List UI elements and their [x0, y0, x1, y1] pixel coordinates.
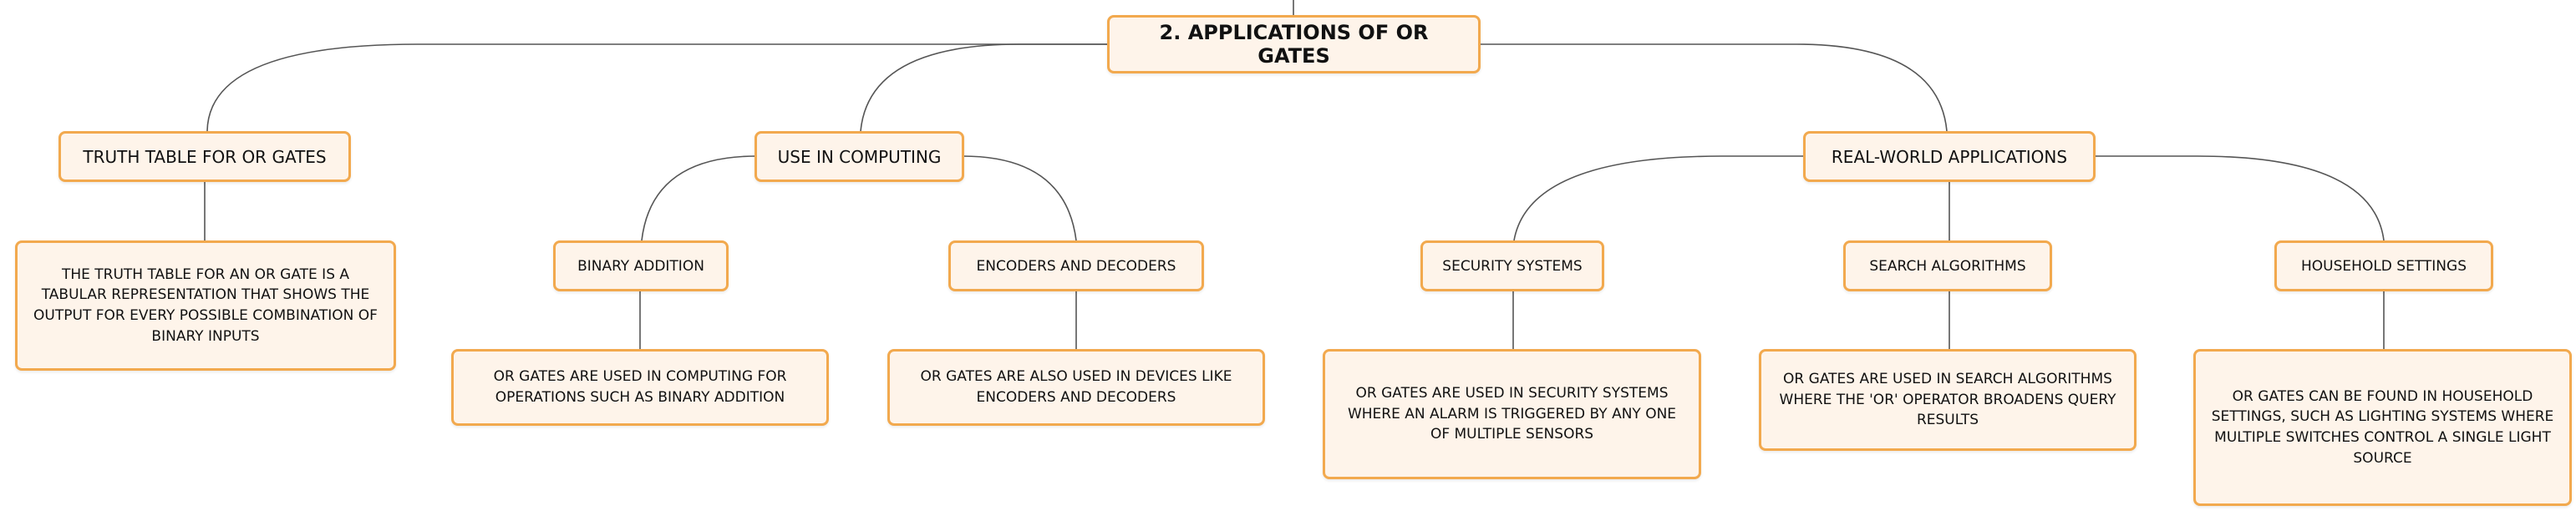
root-node[interactable]: 2. APPLICATIONS OF OR GATES — [1107, 15, 1481, 73]
node-binary-addition[interactable]: BINARY ADDITION — [553, 240, 729, 291]
connector-realworld-household — [2094, 155, 2385, 241]
connector-computing-binary — [641, 155, 757, 241]
detail-encoders-decoders: OR GATES ARE ALSO USED IN DEVICES LIKE E… — [887, 349, 1265, 426]
detail-search-algorithms: OR GATES ARE USED IN SEARCH ALGORITHMS W… — [1759, 349, 2137, 451]
node-security-systems[interactable]: SECURITY SYSTEMS — [1420, 240, 1604, 291]
computing-label: USE IN COMPUTING — [777, 146, 942, 167]
security-systems-label: SECURITY SYSTEMS — [1442, 257, 1583, 275]
node-real-world-applications[interactable]: REAL-WORLD APPLICATIONS — [1803, 131, 2096, 182]
connector-root-computing — [860, 43, 1107, 132]
node-truth-table[interactable]: TRUTH TABLE FOR OR GATES — [58, 131, 351, 182]
detail-truth-table: THE TRUTH TABLE FOR AN OR GATE IS A TABU… — [15, 240, 396, 371]
root-label: 2. APPLICATIONS OF OR GATES — [1159, 21, 1429, 68]
security-systems-detail-text: OR GATES ARE USED IN SECURITY SYSTEMS WH… — [1347, 385, 1677, 443]
truth-table-detail-text: THE TRUTH TABLE FOR AN OR GATE IS A TABU… — [33, 266, 378, 345]
binary-addition-detail-text: OR GATES ARE USED IN COMPUTING FOR OPERA… — [493, 368, 787, 406]
detail-binary-addition: OR GATES ARE USED IN COMPUTING FOR OPERA… — [451, 349, 829, 426]
detail-household-settings: OR GATES CAN BE FOUND IN HOUSEHOLD SETTI… — [2193, 349, 2572, 506]
truth-table-label: TRUTH TABLE FOR OR GATES — [83, 146, 327, 167]
encoders-decoders-label: ENCODERS AND DECODERS — [976, 257, 1176, 275]
node-use-in-computing[interactable]: USE IN COMPUTING — [755, 131, 964, 182]
encoders-decoders-detail-text: OR GATES ARE ALSO USED IN DEVICES LIKE E… — [920, 368, 1232, 406]
real-world-label: REAL-WORLD APPLICATIONS — [1831, 146, 2068, 167]
connector-root-real-world — [1481, 43, 1948, 132]
search-algorithms-label: SEARCH ALGORITHMS — [1869, 257, 2026, 275]
connector-root-truth-table — [206, 43, 1107, 132]
detail-security-systems: OR GATES ARE USED IN SECURITY SYSTEMS WH… — [1323, 349, 1701, 479]
household-settings-detail-text: OR GATES CAN BE FOUND IN HOUSEHOLD SETTI… — [2211, 387, 2554, 467]
search-algorithms-detail-text: OR GATES ARE USED IN SEARCH ALGORITHMS W… — [1779, 371, 2116, 429]
binary-addition-label: BINARY ADDITION — [577, 257, 704, 275]
node-household-settings[interactable]: HOUSEHOLD SETTINGS — [2274, 240, 2493, 291]
connector-realworld-security — [1513, 155, 1805, 241]
household-settings-label: HOUSEHOLD SETTINGS — [2301, 257, 2467, 275]
connector-computing-encoders — [962, 155, 1077, 241]
node-search-algorithms[interactable]: SEARCH ALGORITHMS — [1843, 240, 2052, 291]
node-encoders-decoders[interactable]: ENCODERS AND DECODERS — [948, 240, 1204, 291]
